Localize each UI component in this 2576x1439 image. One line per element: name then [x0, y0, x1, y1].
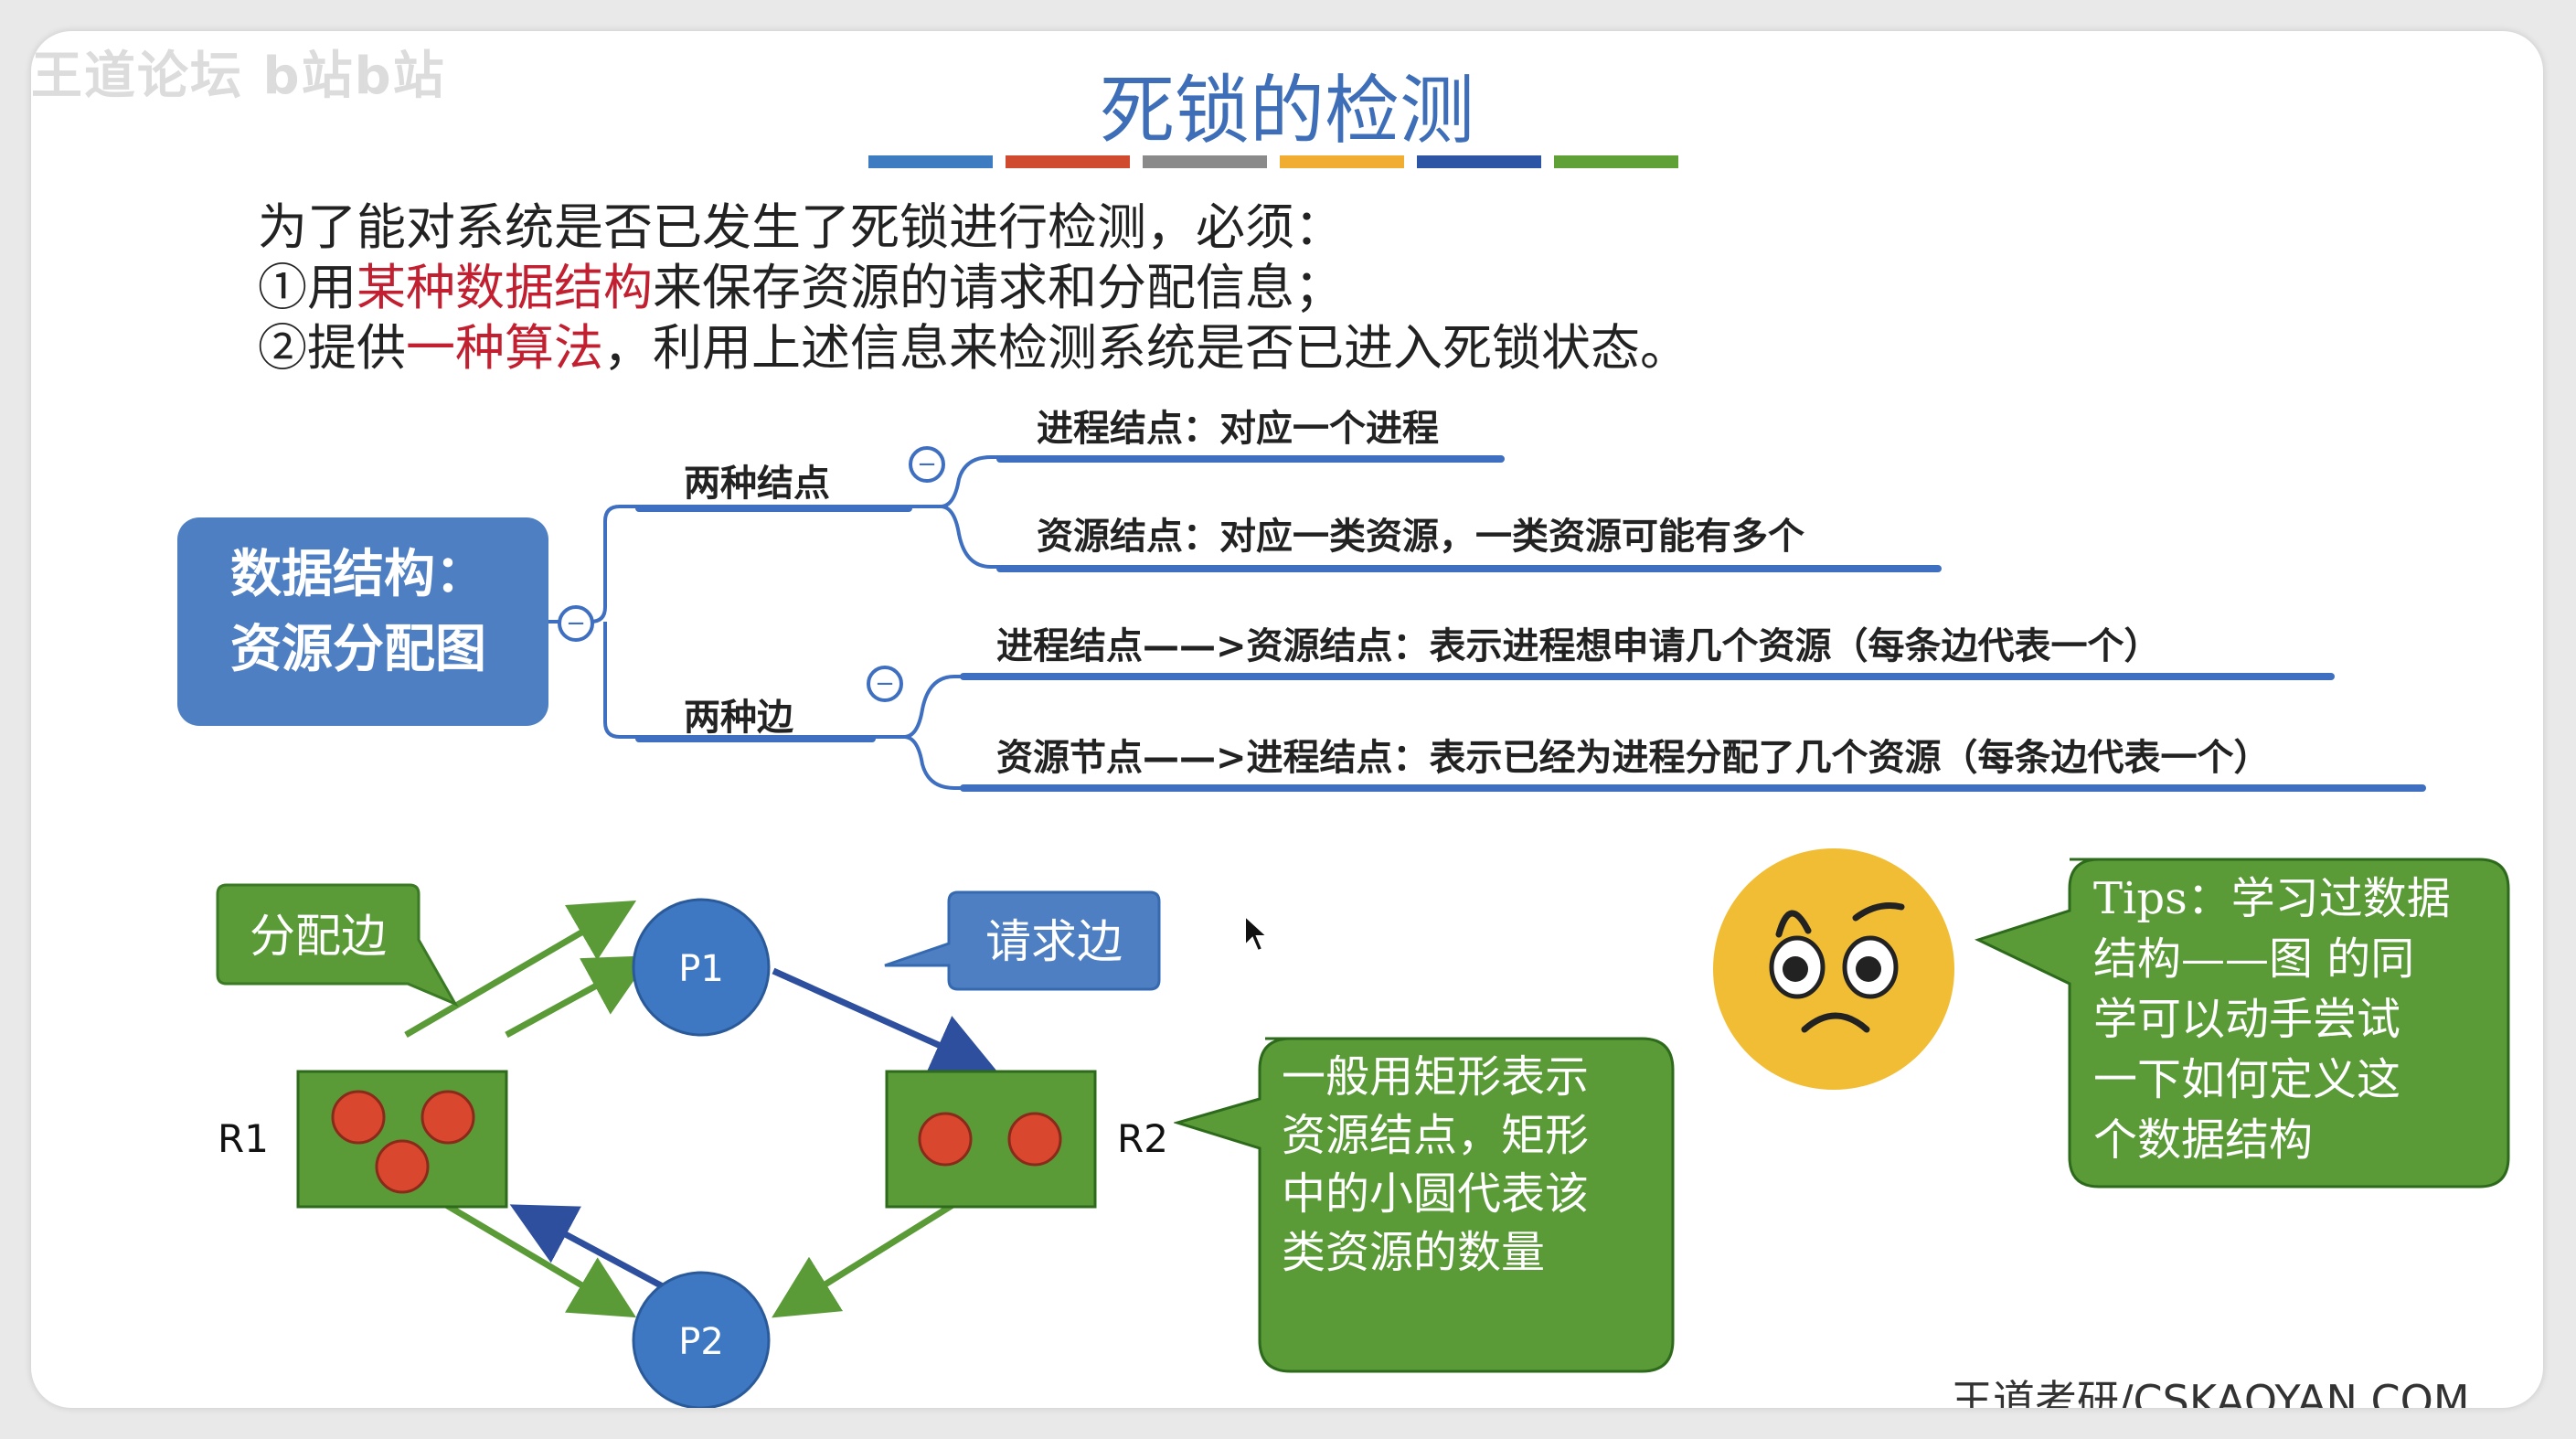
r2-instance-dot [918, 1112, 973, 1167]
r1-instance-dot [420, 1090, 475, 1145]
slide: 王道论坛 b站b站 死锁的检测 为了能对系统是否已发生了死锁进行检测，必须： ①… [31, 31, 2543, 1408]
mindmap-root[interactable]: 数据结构： 资源分配图 [177, 517, 548, 726]
leaf-request-edge[interactable]: 进程结点——>资源结点：表示进程想申请几个资源（每条边代表一个） [996, 625, 2161, 667]
intro-line-2: ①用某种数据结构来保存资源的请求和分配信息； [258, 259, 1344, 316]
allocation-edge-label: 分配边 [250, 910, 387, 963]
mouse-cursor-icon [1244, 914, 1270, 953]
resource-allocation-graph: P1 P2 R1 R2 [218, 898, 1168, 1408]
leaf-allocation-edge[interactable]: 资源节点——>进程结点：表示已经为进程分配了几个资源（每条边代表一个） [996, 737, 2271, 779]
tips-text: Tips：学习过数据 结构——图 的同 学可以动手尝试 一下如何定义这 个数据结… [2093, 873, 2451, 1166]
collapse-toggle-edges[interactable]: − [865, 664, 905, 704]
minus-icon: − [875, 670, 895, 698]
mindmap-connectors [548, 455, 2426, 792]
color-bar-segment [1417, 155, 1541, 168]
callout-request-edge: 请求边 [881, 889, 1165, 1026]
callout-tips: Tips：学习过数据 结构——图 的同 学可以动手尝试 一下如何定义这 个数据结… [1975, 856, 2514, 1203]
r1-instance-dot [375, 1139, 430, 1194]
color-bar-segment [1143, 155, 1267, 168]
p1-label: P1 [678, 948, 724, 990]
callout-allocation-edge: 分配边 [214, 881, 488, 1018]
r1-label: R1 [218, 1116, 269, 1161]
edge-p2-r1 [509, 1204, 673, 1295]
watermark: 王道论坛 b站b站 [31, 47, 446, 106]
rect-note-text: 一般用矩形表示 资源结点，矩形 中的小圆代表该 类资源的数量 [1282, 1051, 1590, 1278]
root-line-2: 资源分配图 [230, 620, 486, 679]
minus-icon: − [917, 451, 937, 478]
slide-title: 死锁的检测 [1099, 68, 1474, 155]
emphasis-data-structure: 某种数据结构 [357, 259, 653, 316]
edge-r1-p1-a [404, 900, 637, 1039]
title-color-bar [868, 155, 1682, 168]
resource-node-r2[interactable] [885, 1070, 1097, 1209]
process-node-p2[interactable] [632, 1271, 771, 1408]
branch-two-edge-types[interactable]: 两种边 [684, 697, 793, 739]
edge-p1-r2 [772, 967, 997, 1075]
leaf-process-node[interactable]: 进程结点：对应一个进程 [1037, 408, 1439, 450]
intro-line-3: ②提供一种算法，利用上述信息来检测系统是否已进入死锁状态。 [258, 319, 1689, 377]
resource-node-r1[interactable] [296, 1070, 508, 1209]
collapse-toggle-root[interactable]: − [556, 603, 596, 644]
r1-instance-dot [331, 1090, 386, 1145]
minus-icon: − [566, 610, 586, 637]
color-bar-segment [1554, 155, 1678, 168]
leaf-resource-node[interactable]: 资源结点：对应一类资源，一类资源可能有多个 [1037, 516, 1804, 558]
p2-label: P2 [678, 1321, 724, 1363]
process-node-p1[interactable] [632, 898, 771, 1037]
callout-rect-note: 一般用矩形表示 资源结点，矩形 中的小圆代表该 类资源的数量 [1174, 1035, 1677, 1377]
confused-face-icon [1713, 848, 1954, 1090]
branch-two-node-types[interactable]: 两种结点 [684, 463, 830, 505]
emphasis-algorithm: 一种算法 [406, 319, 603, 377]
intro-line-1: 为了能对系统是否已发生了死锁进行检测，必须： [258, 198, 1344, 256]
root-line-1: 数据结构： [230, 545, 486, 604]
edge-r1-p1-b [505, 955, 652, 1039]
footer-brand: 王道考研/CSKAOYAN.COM [1951, 1376, 2470, 1408]
r2-label: R2 [1117, 1116, 1168, 1161]
color-bar-segment [1006, 155, 1130, 168]
r2-instance-dot [1007, 1112, 1062, 1167]
intro-text: 为了能对系统是否已发生了死锁进行检测，必须： ①用某种数据结构来保存资源的请求和… [258, 197, 1689, 378]
color-bar-segment [868, 155, 993, 168]
request-edge-label: 请求边 [985, 915, 1123, 968]
color-bar-segment [1280, 155, 1404, 168]
collapse-toggle-nodes[interactable]: − [907, 444, 947, 485]
